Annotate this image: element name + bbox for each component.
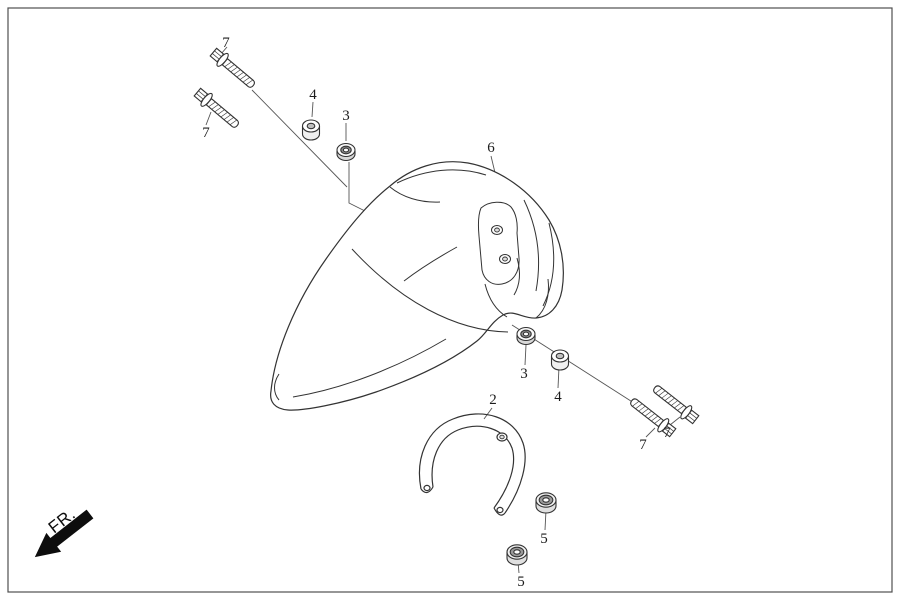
fender-nose-tip-line — [274, 373, 280, 401]
bracket-rib-right — [513, 257, 520, 296]
fr-direction-indicator: FR. — [34, 504, 94, 558]
callout-bolt-right-2: 7 — [663, 425, 671, 441]
callout-tick — [669, 416, 681, 426]
stay-outer-edge — [418, 413, 526, 514]
fender-top-ridge-line — [396, 169, 487, 184]
bracket-hole-lower-inner — [502, 256, 508, 262]
bracket-outline — [477, 201, 520, 285]
fender-rear-curl — [535, 278, 549, 319]
callout-nut-right: 3 — [520, 366, 528, 382]
leader-line — [251, 89, 348, 188]
grommet-upper — [535, 492, 557, 514]
fender-center-crease — [403, 246, 458, 282]
callout-bolt-upper-left-2: 7 — [202, 125, 210, 141]
page-border — [7, 7, 893, 593]
bracket-rib-left — [484, 283, 508, 318]
flange-bolt-upper-left-2 — [191, 85, 243, 133]
grommet-lower — [506, 544, 528, 566]
stay-inner-edge — [431, 425, 515, 509]
fender-leading-edge-line — [389, 186, 441, 203]
callout-grommet-upper: 5 — [540, 531, 548, 547]
callout-grommet-lower: 5 — [517, 574, 525, 590]
fender-mount-bracket — [477, 201, 520, 318]
stay-right-hole — [496, 506, 504, 514]
fr-arrow — [34, 509, 94, 558]
washer-nut-upper — [336, 142, 356, 162]
stay-left-end-cap — [420, 486, 434, 494]
callout-collar-right: 4 — [554, 389, 562, 405]
callout-collar-upper: 4 — [309, 87, 317, 103]
fender-stay — [418, 413, 526, 516]
callout-tick — [645, 427, 656, 438]
callout-tick — [205, 111, 212, 126]
flange-bolt-upper-left-1 — [207, 45, 259, 93]
callout-front-fender: 6 — [487, 140, 495, 156]
collar-upper — [301, 119, 321, 141]
fender-rear-edge-line — [542, 222, 555, 307]
callout-bolt-right-1: 7 — [639, 437, 647, 453]
fender-body-crease — [351, 248, 509, 333]
callout-tick — [311, 101, 314, 118]
leader-line — [483, 407, 493, 420]
callout-fender-stay: 2 — [489, 392, 497, 408]
front-fender — [270, 161, 564, 411]
stay-right-end-cap — [493, 507, 506, 516]
stay-top-hole-inner — [499, 434, 505, 440]
callout-nut-upper: 3 — [342, 108, 350, 124]
collar-right — [550, 349, 570, 371]
stay-left-hole — [423, 484, 431, 492]
fender-rear-contour — [523, 199, 540, 292]
bracket-hole-upper-inner — [494, 227, 500, 233]
callout-tick — [524, 344, 527, 366]
fender-lower-crease — [292, 338, 447, 398]
callout-bolt-upper-left-1: 7 — [222, 35, 230, 51]
washer-nut-right — [516, 326, 536, 346]
